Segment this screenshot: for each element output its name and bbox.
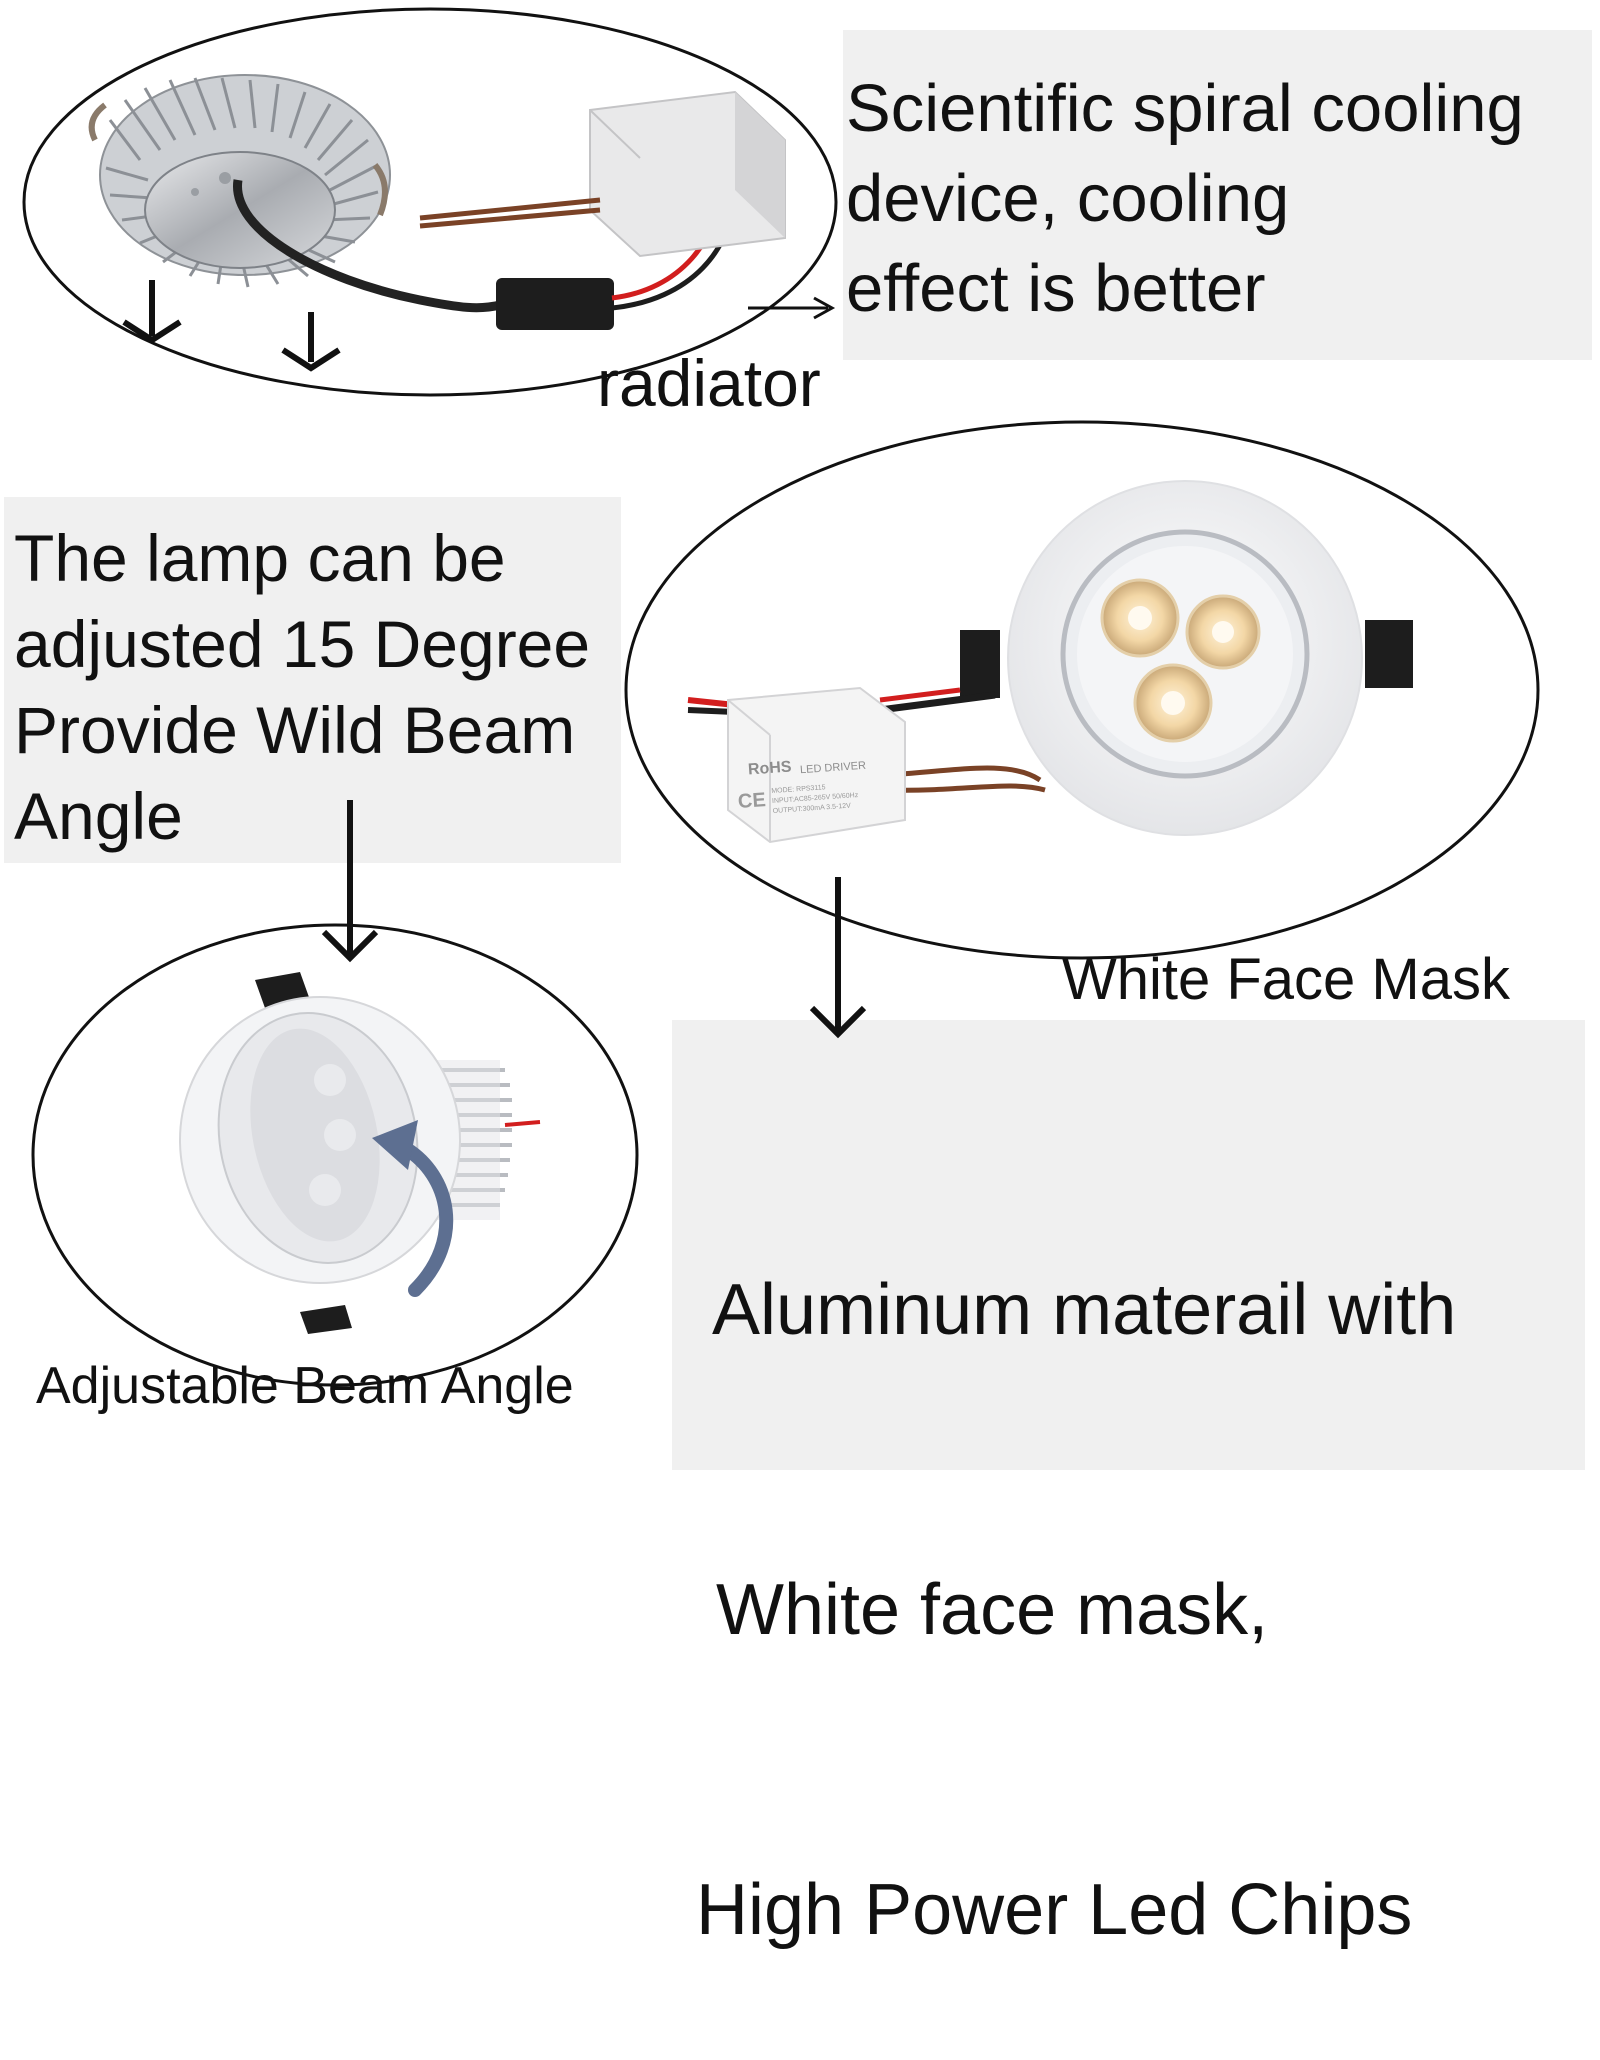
beam-angle-ellipse [31,923,639,1387]
aluminum-line-2: White face mask, [696,1570,1269,1650]
adjust-line-1: The lamp can be [14,521,506,595]
cooling-description: Scientific spiral cooling device, coolin… [846,64,1524,334]
down-arrow-icon [809,877,867,1039]
cooling-line-1: Scientific spiral cooling [846,71,1524,146]
led-driver-box [727,686,906,844]
black-cable [233,179,502,313]
led-chip-icon [1100,578,1261,743]
adjust-description: The lamp can be adjusted 15 Degree Provi… [14,515,590,859]
driver-brand-label: RoHS [747,758,793,779]
face-mask-group [624,420,1540,1039]
adjust-text-panel [4,497,621,863]
adjust-line-3: Provide Wild Beam [14,693,576,767]
aluminum-line-1: Aluminum materail with [696,1270,1457,1350]
wire-connector [496,278,614,330]
heat-sink [88,74,391,288]
product-illustration [22,7,1540,1387]
rotate-arrow-icon [372,1120,454,1297]
down-arrow-icon [321,800,379,963]
aluminum-description: Aluminum materail with White face mask, … [696,1060,1456,2060]
face-mask-ellipse [624,420,1540,960]
cooling-line-3: effect is better [846,251,1266,326]
top-driver-box [589,90,786,258]
aluminum-line-3: High Power Led Chips [696,1870,1413,1950]
adjust-line-4: Angle [14,779,183,853]
radiator-group [22,7,838,397]
right-arrow-icon [748,296,836,320]
face-mask-caption: White Face Mask [1062,947,1510,1012]
adjust-line-2: adjusted 15 Degree [14,607,591,681]
brown-wire [419,197,601,221]
driver-ce-mark: CE [737,789,767,813]
radiator-caption: radiator [597,346,821,420]
cooling-text-panel [843,30,1592,360]
radiator-ellipse [22,7,838,397]
down-arrow-icon [122,280,341,372]
aluminum-text-panel [672,1020,1585,1470]
beam-angle-caption: Adjustable Beam Angle [36,1357,574,1415]
driver-spec-text: MODE: RPS3115 INPUT:AC85-265V 50/60Hz OU… [771,784,859,815]
cooling-line-2: device, cooling [846,161,1290,236]
adjustable-beam-group [31,800,639,1387]
